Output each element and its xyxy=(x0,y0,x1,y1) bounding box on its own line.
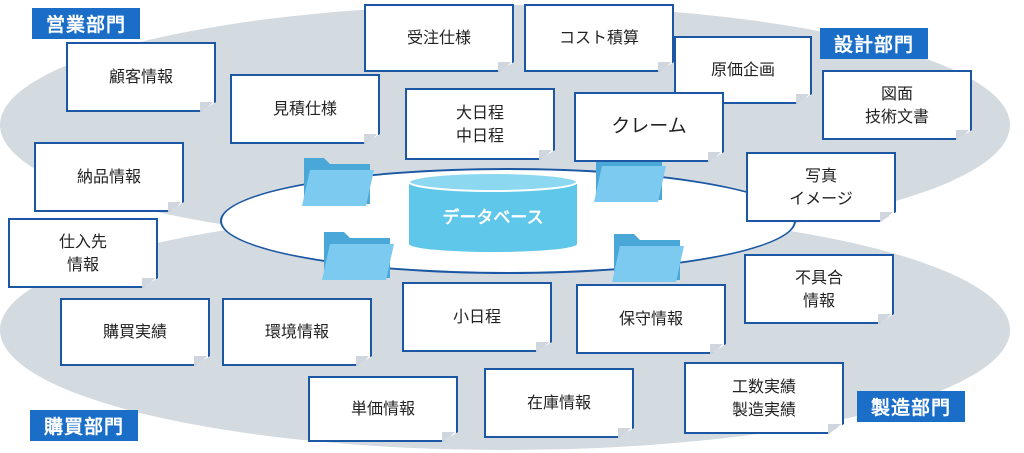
folder-icon xyxy=(612,234,684,282)
card-inventory-info: 在庫情報 xyxy=(484,368,634,438)
card-cost-planning: 原価企画 xyxy=(674,36,812,104)
card-photos: 写真 イメージ xyxy=(746,152,896,222)
dept-manufacturing: 製造部門 xyxy=(857,391,966,422)
database-label: データベース xyxy=(442,208,544,228)
card-drawings: 図面 技術文書 xyxy=(822,70,972,140)
card-customer-info: 顧客情報 xyxy=(66,42,216,112)
card-cost-estimate: コスト積算 xyxy=(524,4,674,72)
folder-icon xyxy=(302,158,374,206)
card-purchase-record: 購買実績 xyxy=(60,298,210,366)
database-icon xyxy=(408,172,578,252)
card-delivery-info: 納品情報 xyxy=(34,142,184,212)
card-supplier-info: 仕入先 情報 xyxy=(8,218,158,288)
folder-icon xyxy=(594,154,666,202)
folder-icon xyxy=(322,232,394,280)
card-maintenance-info: 保守情報 xyxy=(576,284,726,354)
card-schedule-small: 小日程 xyxy=(402,282,552,352)
dept-sales: 営業部門 xyxy=(32,8,141,39)
card-defect-info: 不具合 情報 xyxy=(744,254,894,324)
card-claim: クレーム xyxy=(574,92,724,162)
card-order-spec: 受注仕様 xyxy=(364,4,514,72)
card-schedule-main: 大日程 中日程 xyxy=(405,88,555,160)
card-environment-info: 環境情報 xyxy=(222,298,372,366)
dept-design: 設計部門 xyxy=(820,28,929,59)
dept-purchasing: 購買部門 xyxy=(30,410,139,441)
card-unit-price-info: 単価情報 xyxy=(308,376,458,442)
card-work-record: 工数実績 製造実績 xyxy=(684,362,844,434)
card-quote-spec: 見積仕様 xyxy=(230,74,380,144)
